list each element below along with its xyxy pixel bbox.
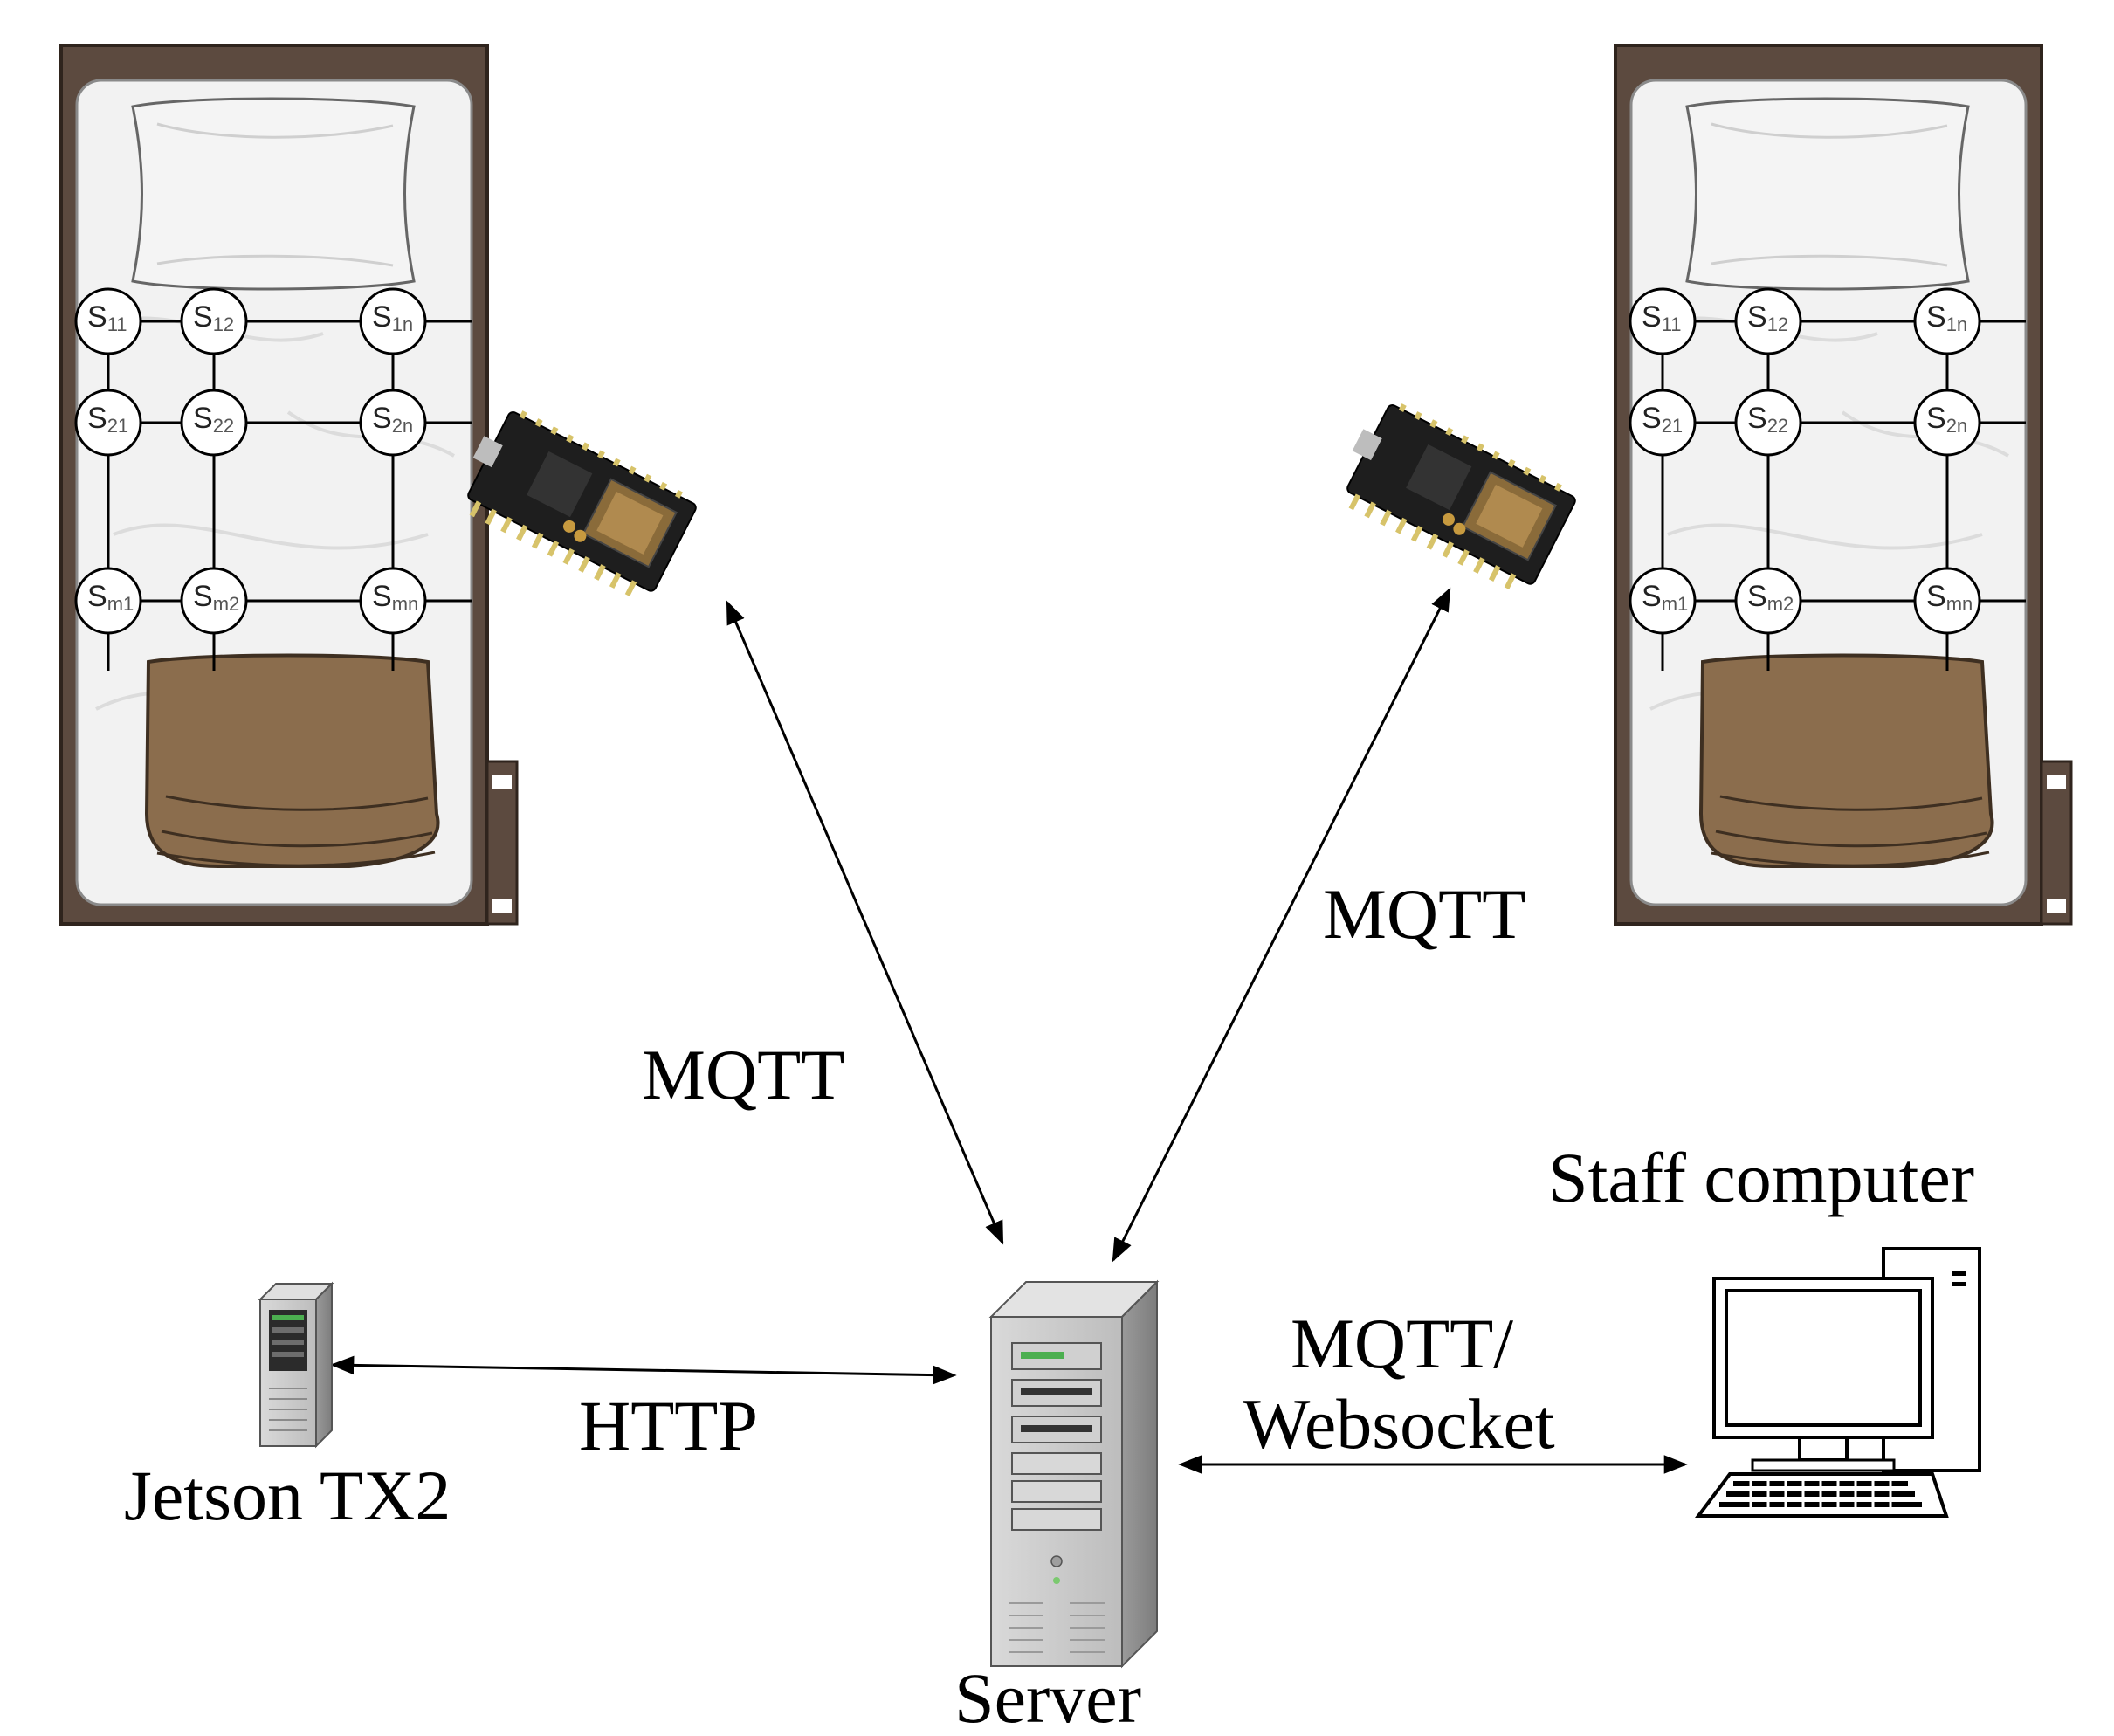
sensor-label-m2: Sm2 — [1747, 580, 1794, 615]
jetson-label: Jetson TX2 — [124, 1456, 451, 1535]
http-label: HTTP — [579, 1386, 758, 1465]
sensor-node-mn: Smn — [1913, 567, 1981, 635]
sensor-node-1n: S1n — [1913, 287, 1981, 355]
mqtt-right-arrow — [1112, 587, 1451, 1263]
sensor-label-12: S12 — [1747, 300, 1788, 335]
sensor-node-2n: S2n — [1913, 389, 1981, 457]
sensor-node-m2: Sm2 — [180, 567, 248, 635]
sensor-label-m1: Sm1 — [1642, 580, 1688, 615]
sensor-node-11: S11 — [74, 287, 142, 355]
staff-computer-label: Staff computer — [1548, 1138, 1974, 1217]
sensor-label-12: S12 — [193, 300, 234, 335]
sensor-node-21: S21 — [74, 389, 142, 457]
blanket — [144, 653, 440, 868]
pillow — [131, 97, 416, 291]
sensor-label-22: S22 — [1747, 402, 1788, 437]
sensor-node-22: S22 — [180, 389, 248, 457]
mqtt-left-arrow — [726, 600, 1004, 1245]
sensor-label-1n: S1n — [1926, 300, 1967, 335]
sensor-node-12: S12 — [1734, 287, 1802, 355]
sensor-node-1n: S1n — [359, 287, 427, 355]
sensor-label-2n: S2n — [1926, 402, 1967, 437]
microcontroller-board-right-icon — [1346, 403, 1576, 590]
sensor-label-1n: S1n — [372, 300, 413, 335]
sensor-node-m2: Sm2 — [1734, 567, 1802, 635]
sensor-node-2n: S2n — [359, 389, 427, 457]
blanket — [1698, 653, 1994, 868]
mqtt-websocket-label-line2: Websocket — [1243, 1384, 1555, 1464]
sensor-label-21: S21 — [87, 402, 128, 437]
sensor-label-mn: Smn — [372, 580, 418, 615]
sensor-node-21: S21 — [1629, 389, 1697, 457]
sensor-label-21: S21 — [1642, 402, 1683, 437]
sensor-label-2n: S2n — [372, 402, 413, 437]
sensor-label-22: S22 — [193, 402, 234, 437]
sensor-label-11: S11 — [1642, 300, 1682, 335]
mqtt-websocket-label-line1: MQTT/ — [1291, 1304, 1513, 1383]
sensor-node-mn: Smn — [359, 567, 427, 635]
mqtt-right-label: MQTT — [1323, 874, 1525, 954]
sensor-node-m1: Sm1 — [1629, 567, 1697, 635]
sensor-node-m1: Sm1 — [74, 567, 142, 635]
sensor-label-11: S11 — [87, 300, 127, 335]
microcontroller-board-left-icon — [467, 410, 697, 597]
sensor-node-22: S22 — [1734, 389, 1802, 457]
sensor-label-m2: Sm2 — [193, 580, 239, 615]
mqtt-left-label: MQTT — [642, 1035, 844, 1114]
server-tower-icon — [988, 1279, 1160, 1669]
http-arrow — [330, 1355, 957, 1385]
jetson-tower-icon — [258, 1281, 334, 1449]
desktop-computer-icon — [1695, 1247, 1981, 1518]
sensor-label-mn: Smn — [1926, 580, 1973, 615]
sensor-node-12: S12 — [180, 287, 248, 355]
server-label: Server — [954, 1658, 1141, 1736]
sensor-node-11: S11 — [1629, 287, 1697, 355]
sensor-label-m1: Sm1 — [87, 580, 134, 615]
pillow — [1685, 97, 1970, 291]
